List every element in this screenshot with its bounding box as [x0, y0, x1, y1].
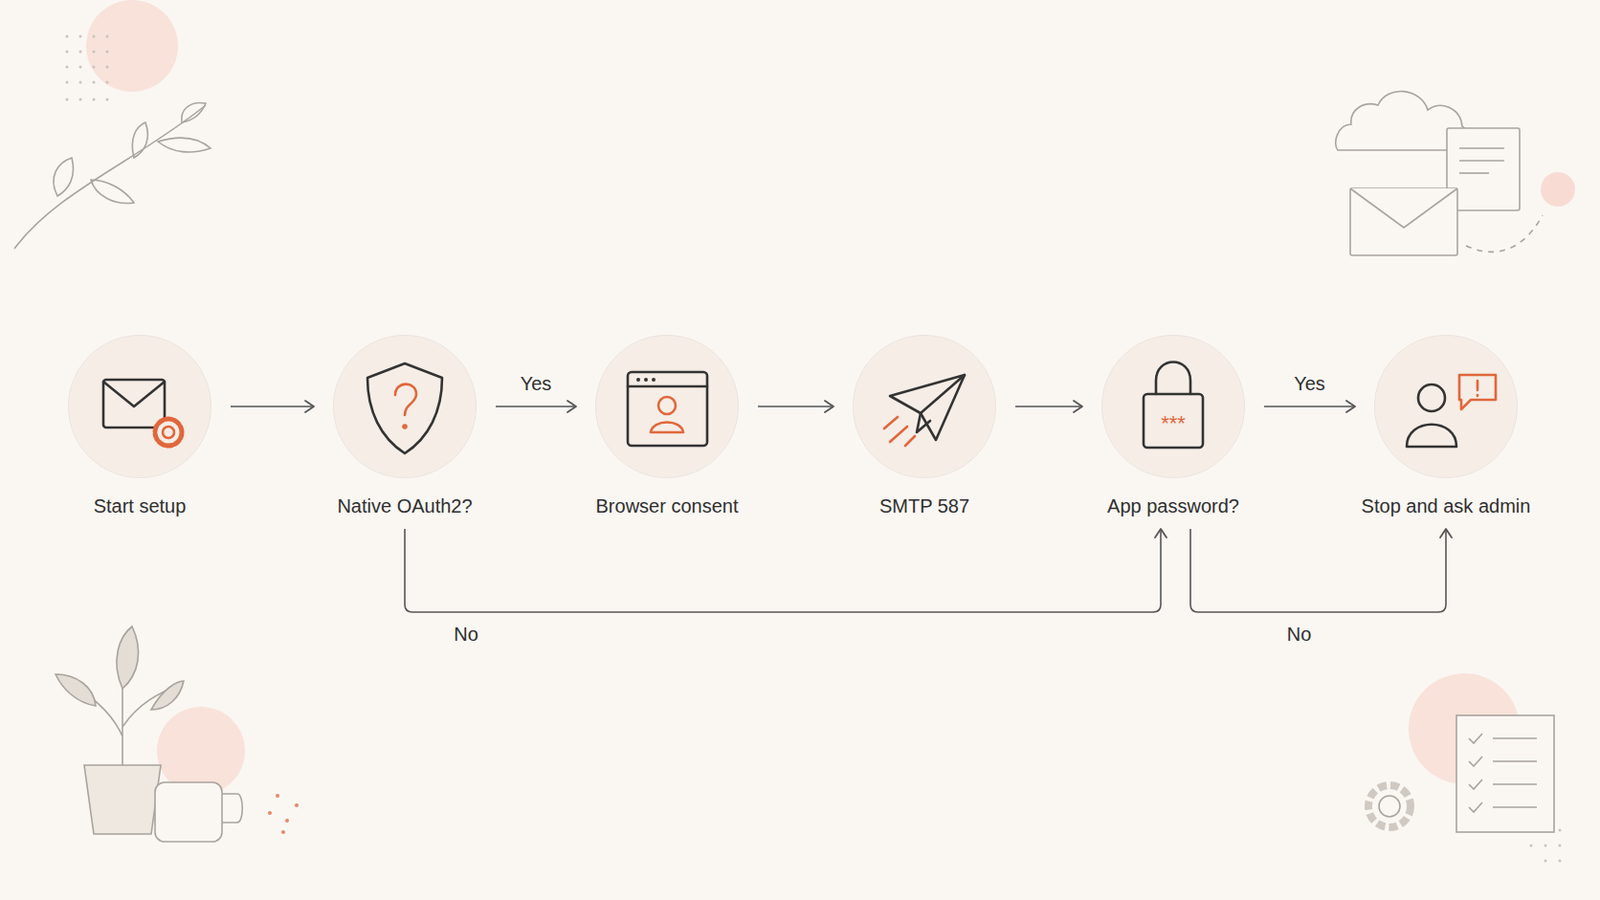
step-circle [333, 334, 477, 479]
user-alert-icon [1406, 375, 1496, 447]
mail-gear-icon [103, 379, 182, 446]
padlock-icon: *** [1143, 362, 1203, 449]
connector [1264, 400, 1356, 413]
decor-blob [86, 0, 178, 92]
arrow-head [305, 400, 314, 413]
step-circle [852, 334, 997, 479]
mail-cloud-illustration [1335, 90, 1543, 256]
checklist-illustration [1368, 715, 1562, 864]
shield-question-icon [367, 363, 443, 454]
edge-label: Yes [1289, 373, 1330, 396]
edge-label: Yes [516, 373, 556, 396]
step-circle [67, 334, 212, 479]
step-label: Browser consent [596, 495, 739, 518]
browser-user-icon [627, 372, 708, 446]
branch [14, 102, 211, 249]
step-circle [595, 334, 739, 479]
step-node: Start setup [20, 334, 260, 518]
paper-plane-icon [884, 375, 965, 446]
step-node: Stop and ask admin [1326, 334, 1566, 518]
step-circle [1374, 334, 1518, 479]
step-label: SMTP 587 [879, 495, 970, 518]
edge-label: No [1283, 623, 1316, 646]
connector [404, 529, 1167, 613]
step-label: Native OAuth2? [336, 495, 472, 518]
step-label: App password? [1107, 495, 1240, 518]
arrow-head [567, 400, 577, 413]
arrow-head [824, 400, 834, 413]
step-node: Browser consent [547, 334, 787, 518]
edge-label: No [449, 623, 483, 646]
dot-grid [66, 35, 110, 102]
connector [1015, 400, 1083, 413]
node-fill [68, 335, 1517, 478]
step-label: Start setup [93, 495, 187, 518]
plant-illustration [55, 626, 299, 843]
arrow-head [1073, 400, 1083, 413]
step-node: SMTP 587 [804, 334, 1045, 518]
arrow-head [1346, 400, 1356, 413]
step-label: Stop and ask admin [1361, 495, 1532, 518]
arrow-head [1440, 529, 1452, 538]
connector [1190, 529, 1452, 613]
arrow-head [1155, 529, 1167, 538]
connector [495, 400, 577, 413]
connector [757, 400, 834, 413]
step-node: App password? [1053, 334, 1293, 518]
step-circle [1101, 334, 1245, 479]
svg-text:***: *** [1160, 411, 1186, 436]
decor-blob [1540, 172, 1576, 207]
step-node: Native OAuth2? [285, 334, 525, 518]
connector [230, 400, 314, 413]
